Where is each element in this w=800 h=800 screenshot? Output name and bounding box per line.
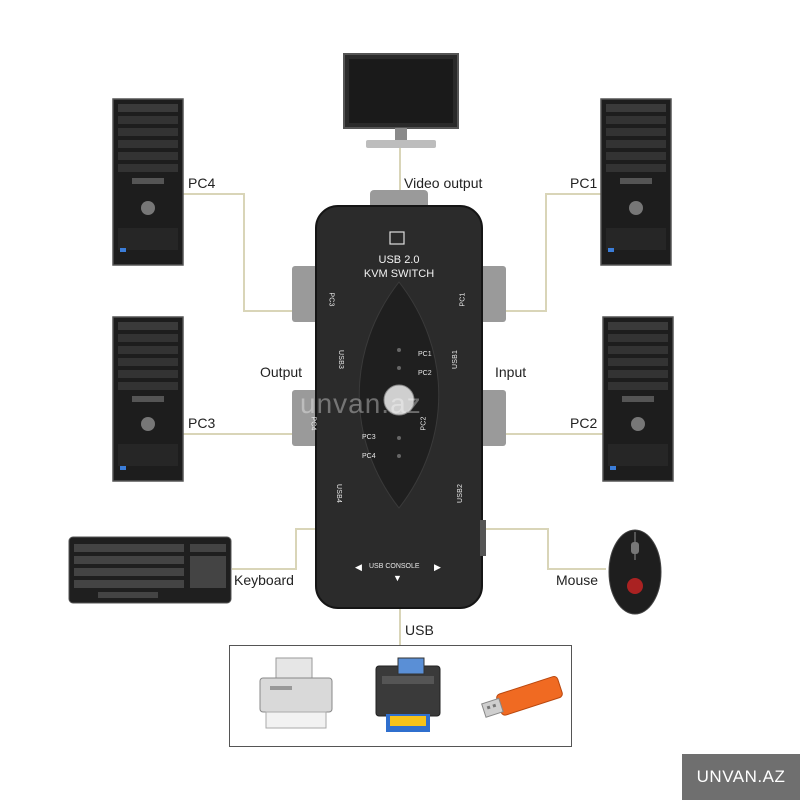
label-mouse: Mouse [556, 572, 599, 588]
kvm-console-left-arrow: ◀ [355, 562, 362, 572]
wire-pc4-v [243, 193, 245, 311]
kvm-switch-body [292, 190, 506, 609]
kvm-side-pc1: PC1 [459, 292, 467, 307]
wire-mouse-v [547, 528, 549, 570]
kvm-side-usb4: USB4 [335, 483, 343, 504]
kvm-led-pc3: PC3 [362, 434, 376, 441]
wire-pc1-v [545, 193, 547, 311]
wire-keyboard-h2 [295, 528, 317, 530]
kvm-led-pc2: PC2 [418, 370, 432, 377]
mouse-icon [608, 529, 662, 615]
wire-pc2 [498, 433, 603, 435]
label-pc3: PC3 [188, 415, 216, 431]
wire-mouse-h2 [484, 528, 548, 530]
pc3-tower-icon [112, 316, 184, 482]
kvm-side-usb1: USB1 [452, 349, 460, 370]
usb-flash-drive-icon [481, 676, 563, 718]
wire-pc3 [182, 433, 302, 435]
label-pc2: PC2 [570, 415, 598, 431]
kvm-side-usb2: USB2 [457, 483, 465, 504]
wire-pc4-h [182, 193, 244, 195]
center-watermark: unvan.az [300, 388, 422, 419]
label-pc4: PC4 [188, 175, 216, 191]
label-video-output: Video output [404, 175, 483, 191]
wire-pc1-h2 [498, 310, 547, 312]
wire-mouse-h [548, 568, 606, 570]
keyboard-icon [68, 536, 232, 604]
pc2-tower-icon [602, 316, 674, 482]
kvm-side-pc3: PC3 [327, 292, 335, 307]
kvm-side-pc2: PC2 [420, 416, 428, 431]
multifunction-printer-icon [375, 657, 441, 732]
label-usb: USB [405, 622, 434, 638]
kvm-console-right-arrow: ▶ [434, 562, 441, 572]
pc1-tower-icon [600, 98, 672, 266]
kvm-side-usb3: USB3 [337, 349, 345, 370]
wire-pc4-h2 [243, 310, 301, 312]
label-output: Output [260, 364, 303, 380]
kvm-led-pc4: PC4 [362, 453, 376, 460]
kvm-console-label: USB CONSOLE [369, 563, 420, 570]
wire-video [399, 148, 401, 210]
label-pc1: PC1 [570, 175, 598, 191]
label-keyboard: Keyboard [234, 572, 294, 588]
printer-icon [259, 657, 333, 729]
corner-watermark: UNVAN.AZ [682, 754, 800, 800]
monitor-icon [343, 53, 459, 148]
kvm-title-line2: KVM SWITCH [363, 268, 435, 280]
pc4-tower-icon [112, 98, 184, 266]
wire-keyboard-v [295, 528, 297, 570]
wire-keyboard-h [232, 568, 296, 570]
label-input: Input [495, 364, 527, 380]
kvm-title-line1: USB 2.0 [378, 254, 420, 266]
kvm-led-pc1: PC1 [418, 351, 432, 358]
kvm-console-down-arrow: ▼ [393, 573, 402, 583]
wire-pc1-h [545, 193, 602, 195]
wire-usb [399, 605, 401, 645]
